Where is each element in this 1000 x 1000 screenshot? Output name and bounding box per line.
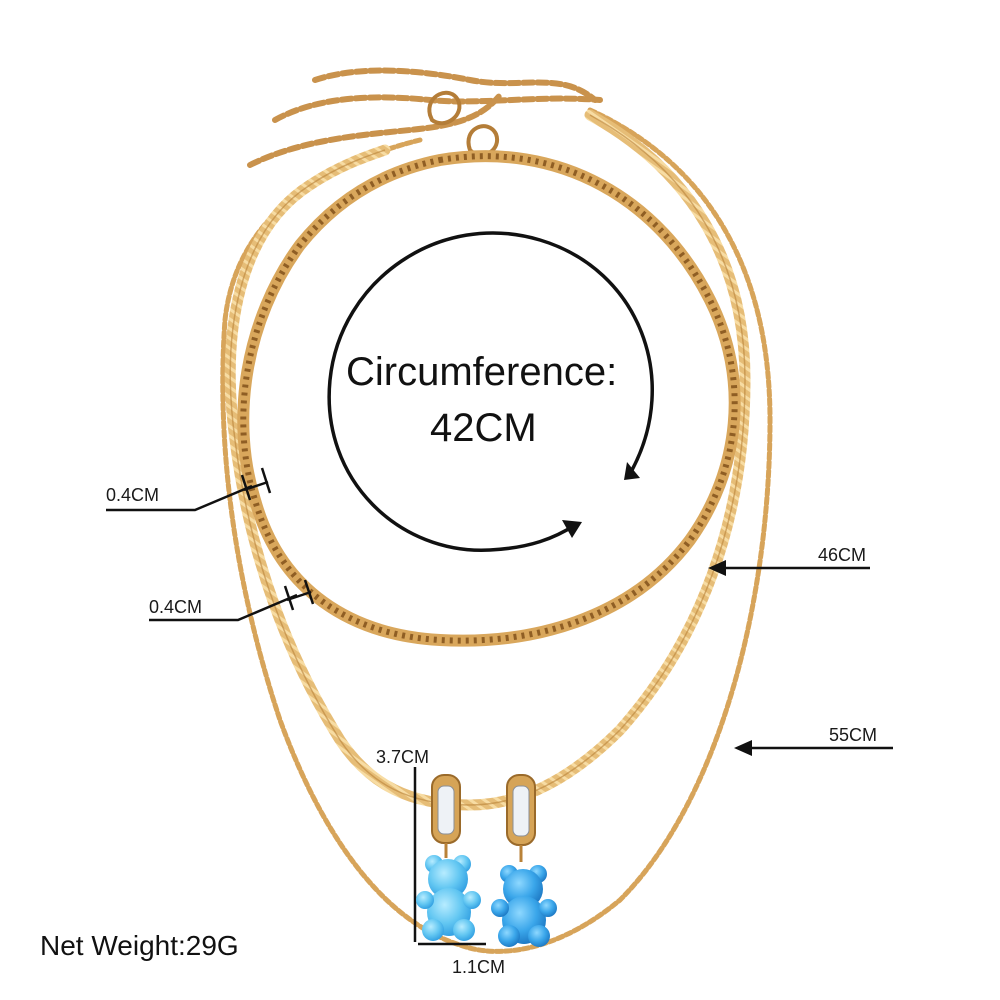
gummy-bear-left <box>416 855 481 941</box>
extender-chain-3 <box>247 92 503 168</box>
pendant-bail-left <box>431 774 461 858</box>
net-weight-label: Net Weight:29G <box>40 930 239 961</box>
pendant-width-label: 1.1CM <box>452 957 506 977</box>
snake-chain-edge <box>229 114 746 806</box>
chain-width-label-top: 0.4CM <box>106 485 160 505</box>
clasp-1 <box>427 90 462 126</box>
pendant-height-label: 3.7CM <box>376 747 430 767</box>
length-label-46cm: 46CM <box>818 545 867 565</box>
pendant-bail-right <box>506 774 536 862</box>
extender-chain-2 <box>272 94 603 123</box>
extender-chains <box>247 67 603 168</box>
width-marker-top <box>106 467 272 512</box>
chain-width-label-bottom: 0.4CM <box>149 597 203 617</box>
curb-chain-links <box>240 153 738 644</box>
circumference-label: Circumference: <box>346 350 618 394</box>
length-arrow-46cm <box>708 560 870 576</box>
circumference-arrowhead-end <box>562 520 582 538</box>
circumference-arrow <box>327 231 654 552</box>
length-label-55cm: 55CM <box>829 725 878 745</box>
width-marker-bottom <box>149 579 315 622</box>
extender-chain-1 <box>312 67 598 103</box>
circumference-arrowhead-start <box>624 462 640 480</box>
length-arrow-55cm <box>734 740 893 756</box>
snake-chain-46cm <box>224 109 751 811</box>
circumference-value: 42CM <box>430 406 537 450</box>
gummy-bear-right <box>491 865 557 947</box>
